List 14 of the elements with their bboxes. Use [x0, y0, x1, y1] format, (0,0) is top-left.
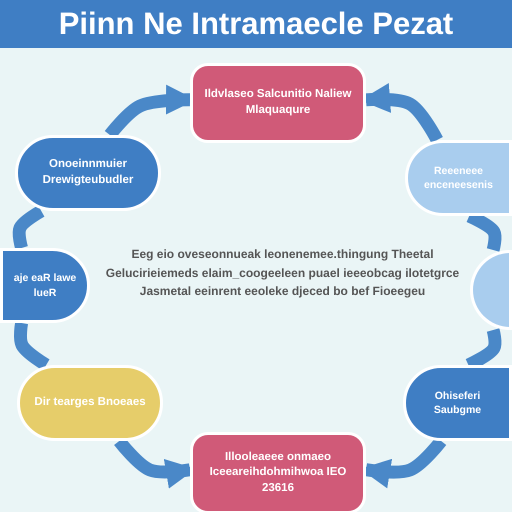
node-text: Illooleaeee onmaeo Iceeareihdohmihwoa IEO 23616 [208, 450, 348, 496]
node-text: Reeeneee enceneesenis [423, 164, 494, 192]
node-text: Dir tearges Bnoeaes [34, 395, 146, 410]
process-pill [0, 248, 90, 323]
process-pill [190, 432, 366, 512]
description-text: Eeg eio oveseonnueak leonenemee.thingung Theetal Gelucirieiemeds elaim_coogeeleen puael ieeeobcag ilotetgrce Jasmetal eeinrent eeoleke djeced bo bef Fioeegeu [104, 246, 460, 300]
title-banner: Piinn Ne Intramaecle Pezat [0, 0, 512, 48]
node-text: Ohiseferi Saubgme [432, 388, 482, 418]
node-text: Onoeinnmuier Drewigteubudler [42, 157, 134, 188]
process-pill [405, 140, 512, 216]
process-pill [403, 365, 512, 441]
process-pill [190, 63, 366, 143]
node-text: Ildvlaseo Salcunitio Naliew Mlaquaqure [204, 87, 352, 118]
node-text: aje eaR lawe lueR [12, 271, 78, 300]
